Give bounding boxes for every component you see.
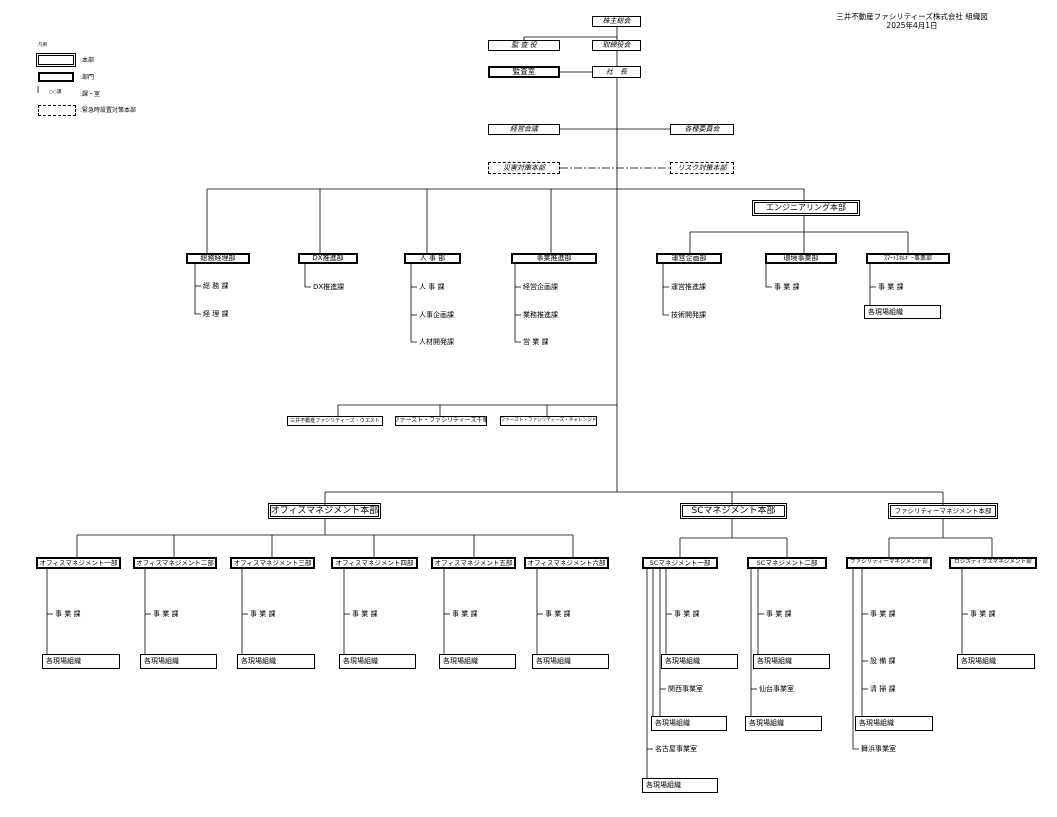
dept-office-mgmt-6: オフィスマネジメント六部 bbox=[524, 557, 609, 569]
site-organizations: 各現場組織 bbox=[439, 654, 516, 669]
dept-office-mgmt-3: オフィスマネジメント三部 bbox=[230, 557, 315, 569]
dept-business-promotion: 事業推進部 bbox=[511, 253, 597, 264]
section-item: 事 業 課 bbox=[765, 610, 792, 618]
site-organizations: 各現場組織 bbox=[642, 778, 718, 793]
section-item: 事 業 課 bbox=[773, 283, 800, 291]
section-item: 設 備 課 bbox=[869, 657, 896, 665]
dept-office-mgmt-4: オフィスマネジメント四部 bbox=[331, 557, 418, 569]
site-organizations: 各現場組織 bbox=[140, 654, 217, 669]
subsidiary-challenged: ファースト・ファシリティーズ・チャレンジド bbox=[500, 416, 597, 426]
section-item: 事 業 課 bbox=[869, 610, 896, 618]
site-organizations: 各現場組織 bbox=[864, 305, 941, 319]
dept-environment: 環境事業部 bbox=[765, 253, 837, 264]
section-item: 営 業 課 bbox=[522, 338, 549, 346]
section-item: 技術開発課 bbox=[670, 311, 706, 319]
legend-crisis-sample bbox=[38, 105, 76, 116]
dept-office-mgmt-2: オフィスマネジメント二部 bbox=[133, 557, 217, 569]
site-organizations: 各現場組織 bbox=[957, 654, 1035, 669]
section-item: 事 業 課 bbox=[451, 610, 478, 618]
section-item: 人材開発課 bbox=[418, 338, 454, 346]
section-item: 運営推進課 bbox=[670, 283, 706, 291]
section-item: 人 事 課 bbox=[418, 283, 445, 291]
section-item: 人事企画課 bbox=[418, 311, 454, 319]
auditors: 監 査 役 bbox=[488, 40, 560, 51]
kansai-office: 関西事業室 bbox=[667, 685, 703, 693]
legend-section-label: :課・室 bbox=[80, 91, 101, 98]
site-organizations: 各現場組織 bbox=[855, 716, 933, 731]
management-meeting: 経営会議 bbox=[488, 124, 560, 135]
audit-office: 監査室 bbox=[488, 66, 560, 78]
dept-sc-mgmt-2: SCマネジメント二部 bbox=[747, 557, 827, 569]
dept-smart-energy: ｽﾏｰﾄｴﾈﾙｷﾞｰ事業部 bbox=[866, 253, 950, 264]
sc-management-hq: SCマネジメント本部 bbox=[679, 502, 788, 520]
chart-name: 組織図 bbox=[965, 12, 988, 21]
section-item: 事 業 課 bbox=[54, 610, 81, 618]
section-item: 総 務 課 bbox=[202, 282, 229, 290]
company-name: 三井不動産ファシリティーズ株式会社 bbox=[836, 12, 963, 21]
legend-dept-label: :部門 bbox=[80, 74, 95, 81]
section-item: 事 業 課 bbox=[152, 610, 179, 618]
section-item: 経営企画課 bbox=[522, 283, 558, 291]
legend-dept-sample bbox=[38, 72, 74, 82]
section-item: 事 業 課 bbox=[351, 610, 378, 618]
committees: 各種委員会 bbox=[670, 124, 734, 135]
dept-office-mgmt-5: オフィスマネジメント五部 bbox=[431, 557, 516, 569]
dept-logistics-mgmt: ロジスティクスマネジメント部 bbox=[949, 557, 1037, 569]
section-item: 事 業 課 bbox=[877, 283, 904, 291]
site-organizations: 各現場組織 bbox=[532, 654, 609, 669]
risk-response-hq: リスク対策本部 bbox=[670, 162, 734, 174]
engineering-hq: エンジニアリング本部 bbox=[751, 199, 861, 217]
site-organizations: 各現場組織 bbox=[661, 654, 738, 669]
dept-facility-mgmt: ファシリティーマネジメント部 bbox=[846, 557, 932, 569]
section-item: 経 理 課 bbox=[202, 310, 229, 318]
site-organizations: 各現場組織 bbox=[651, 716, 727, 731]
section-item: 事 業 課 bbox=[969, 610, 996, 618]
subsidiary-chiba: ファースト・ファシリティーズ千葉 bbox=[395, 416, 487, 426]
dept-general-affairs-accounting: 総務経理部 bbox=[186, 253, 250, 264]
board-of-directors: 取締役会 bbox=[592, 40, 641, 51]
chart-date: 2025年4月1日 bbox=[886, 21, 938, 30]
nagoya-office: 名古屋事業室 bbox=[654, 745, 697, 753]
legend-section-sample: ○○課 bbox=[49, 90, 62, 95]
subsidiary-west: 三井不動産ファシリティーズ・ウエスト bbox=[287, 416, 383, 426]
shareholders-meeting: 株主総会 bbox=[592, 16, 641, 27]
dept-hr: 人 事 部 bbox=[404, 253, 461, 264]
sendai-office: 仙台事業室 bbox=[758, 685, 794, 693]
section-item: 事 業 課 bbox=[544, 610, 571, 618]
disaster-response-hq: 災害対策本部 bbox=[488, 162, 560, 174]
site-organizations: 各現場組織 bbox=[237, 654, 315, 669]
site-organizations: 各現場組織 bbox=[42, 654, 120, 669]
dept-office-mgmt-1: オフィスマネジメント一部 bbox=[36, 557, 121, 569]
site-organizations: 各現場組織 bbox=[745, 716, 822, 731]
chart-title: 三井不動産ファシリティーズ株式会社 組織図 2025年4月1日 bbox=[787, 12, 1037, 30]
site-organizations: 各現場組織 bbox=[339, 654, 416, 669]
president: 社 長 bbox=[592, 66, 641, 78]
section-item: 事 業 課 bbox=[673, 610, 700, 618]
facility-management-hq: ファシリティーマネジメント本部 bbox=[887, 502, 999, 520]
office-management-hq: オフィスマネジメント本部 bbox=[267, 502, 382, 520]
maihama-office: 舞浜事業室 bbox=[860, 745, 896, 753]
legend-hq-sample bbox=[35, 52, 77, 68]
dept-dx-promotion: DX推進部 bbox=[298, 253, 358, 264]
section-item: DX推進課 bbox=[312, 283, 345, 291]
dept-sc-mgmt-1: SCマネジメント一部 bbox=[642, 557, 718, 569]
legend-hq-label: :本部 bbox=[80, 57, 95, 64]
dept-operations-planning: 運営企画部 bbox=[656, 253, 722, 264]
site-organizations: 各現場組織 bbox=[753, 654, 830, 669]
section-item: 清 掃 課 bbox=[869, 685, 896, 693]
section-item: 事 業 課 bbox=[249, 610, 276, 618]
legend-crisis-label: :緊急時設置対策本部 bbox=[80, 107, 137, 114]
legend-heading: 凡例 bbox=[38, 43, 47, 48]
section-item: 業務推進課 bbox=[522, 311, 558, 319]
